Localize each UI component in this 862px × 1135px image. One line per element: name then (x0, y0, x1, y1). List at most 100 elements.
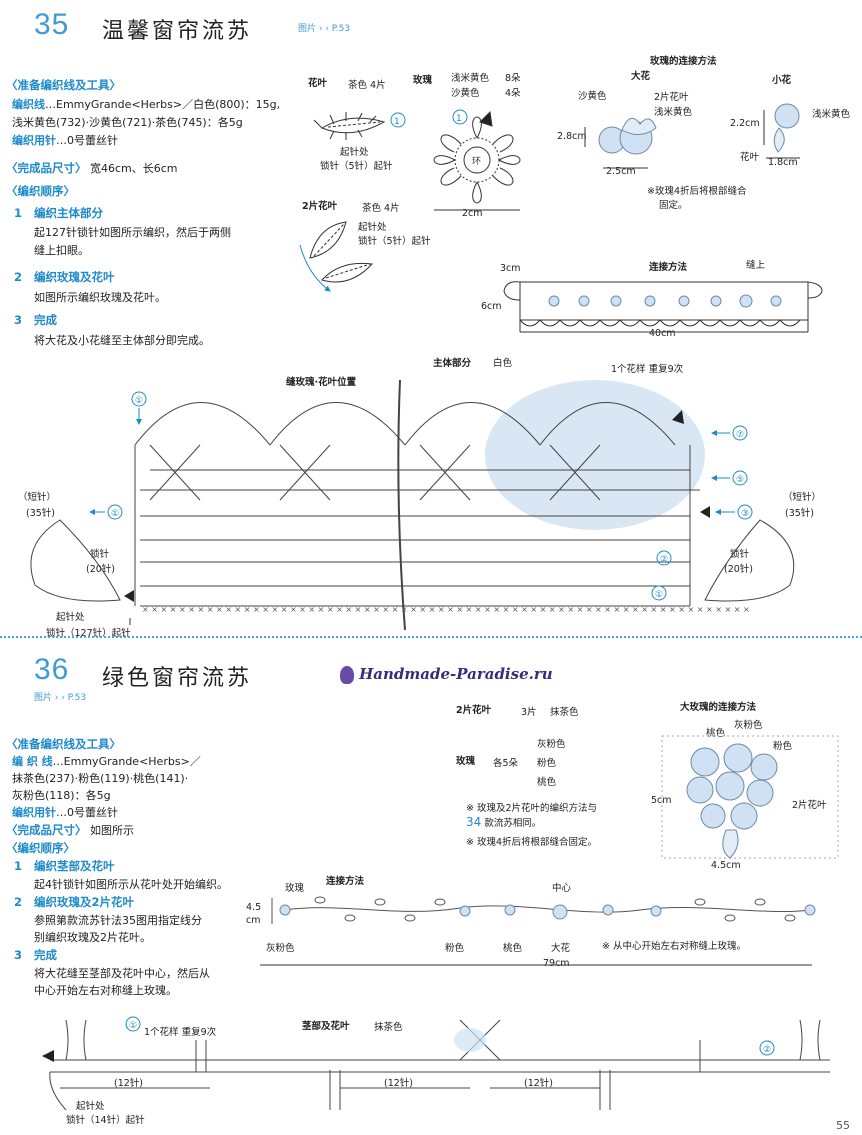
join-peach: 桃色 (503, 943, 523, 954)
join-pink: 粉色 (445, 943, 465, 954)
section-divider (0, 636, 862, 638)
step-number: 1 (14, 859, 23, 873)
hook-text: …0号蕾丝针 (56, 134, 118, 147)
big-rose-peach: 桃色 (706, 728, 726, 739)
big-rose-pink: 粉色 (773, 741, 793, 752)
pattern-number-35: 35 (34, 8, 70, 41)
yarn-line2-36: 抹茶色(237)·粉色(119)·桃色(141)· (12, 772, 189, 785)
chart-x-marks-35: × × × × × × × × × × × × × × × × × × × × … (142, 605, 750, 614)
page-reference-36: 图片 › › P.53 (34, 693, 87, 703)
leaf2-color-35: 茶色 4片 (362, 203, 400, 214)
step-title: 完成 (34, 948, 58, 962)
step-title: 编织主体部分 (34, 206, 104, 220)
rose-color-grey: 灰粉色 (537, 739, 566, 750)
leaf2-start-35: 起针处 (358, 222, 387, 233)
step-title: 编织茎部及花叶 (34, 859, 115, 873)
body-label: 主体部分 (433, 358, 472, 369)
big-rose-leaf: 2片花叶 (792, 800, 827, 811)
join-center-label: 中心 (552, 883, 572, 894)
big-rose-conn-title: 大玫瑰的连接方法 (680, 702, 757, 713)
size-text: 宽46cm、长6cm (90, 162, 178, 175)
note-2-36: 34 款流苏相同。 (466, 815, 541, 829)
rose-label-36: 玫瑰 (456, 756, 476, 767)
big-rose-cluster (686, 743, 778, 859)
note-text: 款流苏相同。 (484, 818, 542, 829)
join-diagram-36 (260, 898, 813, 966)
step-3-text-35: 将大花及小花缝至主体部分即完成。 (34, 334, 210, 347)
start-label-35: 起针处 (56, 612, 85, 623)
step-2-text-36: 参照第款流苏针法35图用指定线分 (34, 914, 202, 927)
start-chain-36: 锁针（14针）起针 (66, 1115, 145, 1126)
row-marker-1c: ① (655, 590, 663, 600)
start-chain-35: 锁针（127针）起针 (46, 628, 131, 639)
stem-chart-36 (49, 1019, 830, 1111)
rose-color1: 浅米黄色 (451, 73, 490, 84)
row-marker-7: ⑦ (736, 430, 744, 440)
chain-left: 锁针 (90, 549, 110, 560)
repeat-label-35: 1个花样 重复9次 (611, 364, 684, 375)
yarn-line-35: 编织线…EmmyGrande<Herbs>／白色(800)：15g, (12, 96, 302, 113)
small-height: 2.2cm (730, 118, 760, 129)
stitch-count-3: (12针) (524, 1078, 554, 1089)
row-marker-circle-2 (759, 1040, 775, 1056)
sew-position-label: 缝玫瑰·花叶位置 (286, 377, 357, 388)
big-rose-frame (661, 735, 839, 859)
yarn-line3-36: 灰粉色(118)：各5g (12, 789, 111, 802)
repeat-label-36: 1个花样 重复9次 (144, 1027, 217, 1038)
step-number: 3 (14, 313, 23, 327)
row-markers-35 (107, 391, 753, 601)
rose-diagram-35 (433, 109, 521, 211)
leaf-chain-35: 锁针（5针）起针 (320, 161, 393, 172)
row-marker-3: ③ (741, 509, 749, 519)
join-rose-label: 玫瑰 (285, 883, 305, 894)
big-color-beige: 浅米黄色 (654, 107, 693, 118)
step-number: 3 (14, 948, 23, 962)
page-reference-35: 图片 › › P.53 (298, 24, 351, 34)
note-3-36: ※ 玫瑰4折后将根部缝合固定。 (466, 837, 598, 848)
step-1-text-36: 起4针锁针如图所示从花叶处开始编织。 (34, 878, 228, 891)
small-width: 1.8cm (768, 157, 798, 168)
leaf2-label-35: 2片花叶 (302, 201, 338, 212)
short-stitch-right-count: (35针) (785, 508, 815, 519)
body-color: 白色 (493, 358, 513, 369)
rose-color2: 沙黄色 (451, 88, 480, 99)
big-width: 2.5cm (606, 166, 636, 177)
step-1-35: 1 编织主体部分 (14, 205, 103, 221)
step-title: 编织玫瑰及花叶 (34, 270, 115, 284)
hook-label: 编织用针 (12, 806, 56, 819)
svg-text:× × × × × × × × × × × × × × ×: × × × × × × × × × × × × × × × × × × × × … (142, 605, 750, 614)
step-title: 编织玫瑰及2片花叶 (34, 895, 135, 909)
step-number: 1 (14, 206, 23, 220)
leaf2-chain-35: 锁针（5针）起针 (358, 236, 431, 247)
small-flower-illustration (763, 103, 800, 159)
rose-label-35: 玫瑰 (413, 75, 433, 86)
leaf-start-35: 起针处 (340, 147, 369, 158)
row-marker-5: ⑤ (736, 475, 744, 485)
join-roses-36 (279, 904, 816, 920)
step-1-text2-35: 缝上扣眼。 (34, 244, 89, 257)
join-length: 79cm (543, 958, 570, 969)
step-2-text-35: 如图所示编织玫瑰及花叶。 (34, 291, 166, 304)
step-1-36: 1 编织茎部及花叶 (14, 858, 115, 874)
butterfly-icon (340, 665, 354, 684)
pattern-35-diagrams: 1 1 环 (30, 103, 823, 631)
svg-text:1: 1 (394, 117, 400, 127)
step-2-text2-36: 别编织玫瑰及2片花叶。 (34, 931, 151, 944)
watermark-logo: Handmade-Paradise.ru (340, 664, 553, 684)
pattern-36-diagrams: ① ② (42, 735, 839, 1111)
big-rose-height: 5cm (651, 795, 672, 806)
leaf2-label-36: 2片花叶 (456, 705, 492, 716)
note-1-36: ※ 玫瑰及2片花叶的编织方法与 (466, 803, 598, 814)
size-line-36: 〈完成品尺寸〉 如图所示 (6, 822, 134, 839)
join-40cm: 40cm (649, 328, 676, 339)
small-leaf-label: 花叶 (740, 152, 760, 163)
big-flower-label: 大花 (631, 71, 651, 82)
leaf-label-35: 花叶 (308, 78, 328, 89)
big-height: 2.8cm (557, 131, 587, 142)
join-6cm: 6cm (481, 301, 502, 312)
short-stitch-left-count: (35针) (26, 508, 56, 519)
size-line-35: 〈完成品尺寸〉 宽46cm、长6cm (6, 160, 178, 177)
row-marker-circle-1 (125, 1016, 141, 1032)
join-diagram-35 (503, 281, 823, 333)
page-number: 55 (836, 1119, 850, 1132)
